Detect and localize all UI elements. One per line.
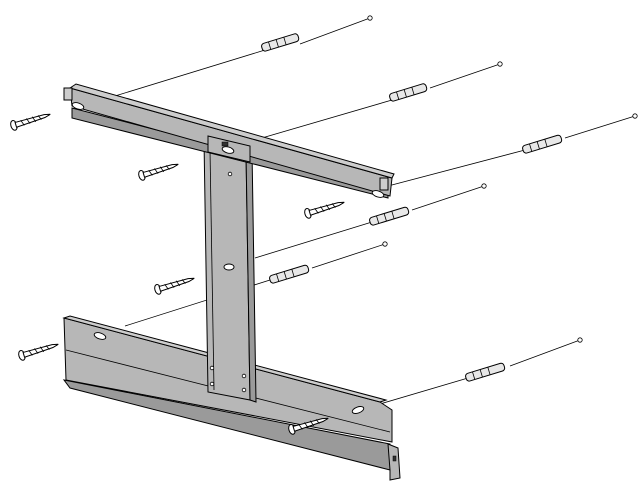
guide-line-5 [311, 243, 386, 269]
end-tab-hole [392, 455, 397, 462]
wood-screws [10, 113, 345, 435]
plug-end-dot-4 [481, 183, 487, 189]
wall-plugs [261, 15, 638, 382]
lower-panel-slot-right [351, 406, 365, 414]
lower-panel-end-tab [387, 443, 401, 481]
strut-edge [209, 149, 215, 391]
wall-plug-3 [522, 134, 563, 154]
wall-plug-4 [369, 206, 410, 226]
strut-hole-1 [209, 365, 215, 371]
upper-rail-top-lip [68, 83, 395, 179]
guide-line-2b [254, 99, 393, 141]
wall-plug-6 [465, 362, 506, 382]
rail-end-tab-right [379, 177, 389, 191]
wood-screw-2 [138, 163, 179, 181]
strut-hole-5 [227, 171, 233, 177]
guide-line-3b [387, 149, 526, 187]
wood-screw-4 [154, 277, 195, 295]
guide-line-2 [429, 63, 501, 89]
guide-line-6b [379, 377, 469, 405]
strut-slot [223, 263, 235, 271]
plug-end-dot-6 [577, 337, 583, 343]
wall-plug-2 [389, 83, 428, 102]
wood-screw-3 [304, 201, 345, 219]
wood-screw-6 [288, 417, 329, 435]
rail-slot-left [71, 102, 85, 110]
guide-line-1 [299, 17, 371, 45]
strut-hole-3 [241, 373, 247, 379]
plug-end-dot-3 [632, 113, 638, 119]
plug-end-dot-1 [367, 15, 373, 21]
strut-hole-2 [209, 381, 215, 387]
guide-line-4 [411, 185, 485, 211]
upper-rail [63, 83, 395, 199]
rail-end-tab-left [63, 87, 73, 101]
strut-hole-4 [241, 387, 247, 393]
vertical-strut [203, 139, 257, 403]
guide-line-4b [254, 221, 373, 259]
alignment-lines [114, 17, 636, 405]
rail-slot-middle [221, 146, 235, 154]
wood-screw-5 [18, 343, 59, 361]
guide-line-3 [564, 115, 636, 139]
wall-plug-5 [269, 264, 310, 284]
rail-slot-right [371, 190, 385, 198]
wall-plug-1 [261, 33, 300, 52]
guide-line-1b [114, 49, 266, 97]
rail-square-hole [221, 141, 229, 147]
guide-line-6 [509, 339, 581, 367]
plug-end-dot-2 [497, 61, 503, 67]
plug-end-dot-5 [382, 241, 388, 247]
lower-panel-slot-left [93, 332, 107, 340]
wood-screw-1 [10, 113, 51, 131]
